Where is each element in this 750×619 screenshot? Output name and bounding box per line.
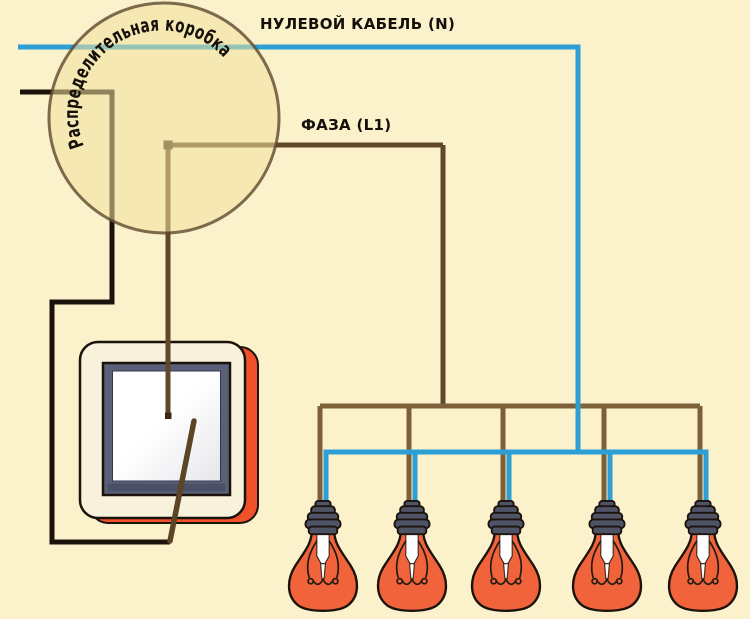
phase-wire-tip	[165, 412, 172, 419]
neutral-bulb-drops	[412, 452, 613, 509]
bulb-2	[376, 499, 448, 613]
light-switch	[78, 340, 259, 524]
bulb-3	[470, 499, 542, 613]
switch-lever	[167, 418, 197, 544]
switch-frame-shade	[107, 483, 226, 492]
phase-bulb-drops	[317, 406, 703, 509]
bulb-4	[571, 499, 643, 613]
bulb-1	[287, 499, 359, 613]
phase-label: ФАЗА (L1)	[301, 116, 391, 134]
neutral-bus-wire	[323, 449, 709, 509]
bulb-5	[667, 499, 739, 613]
switch-panel	[112, 370, 221, 482]
neutral-cable-label: НУЛЕВОЙ КАБЕЛЬ (N)	[260, 14, 455, 33]
distribution-box-circle	[47, 1, 281, 235]
